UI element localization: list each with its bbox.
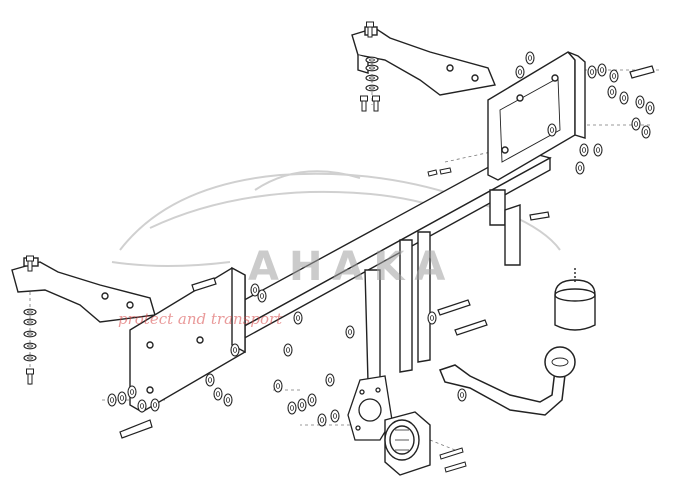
long-bolts (119, 65, 655, 439)
tow-ball-neck (438, 346, 576, 416)
socket-plate (347, 375, 393, 441)
tow-ball-cap (554, 268, 596, 331)
drop-arms (364, 189, 521, 383)
electrical-socket (384, 411, 431, 476)
right-vertical-plate (487, 51, 586, 181)
left-vertical-plate (129, 266, 246, 413)
small-screws (427, 167, 467, 473)
